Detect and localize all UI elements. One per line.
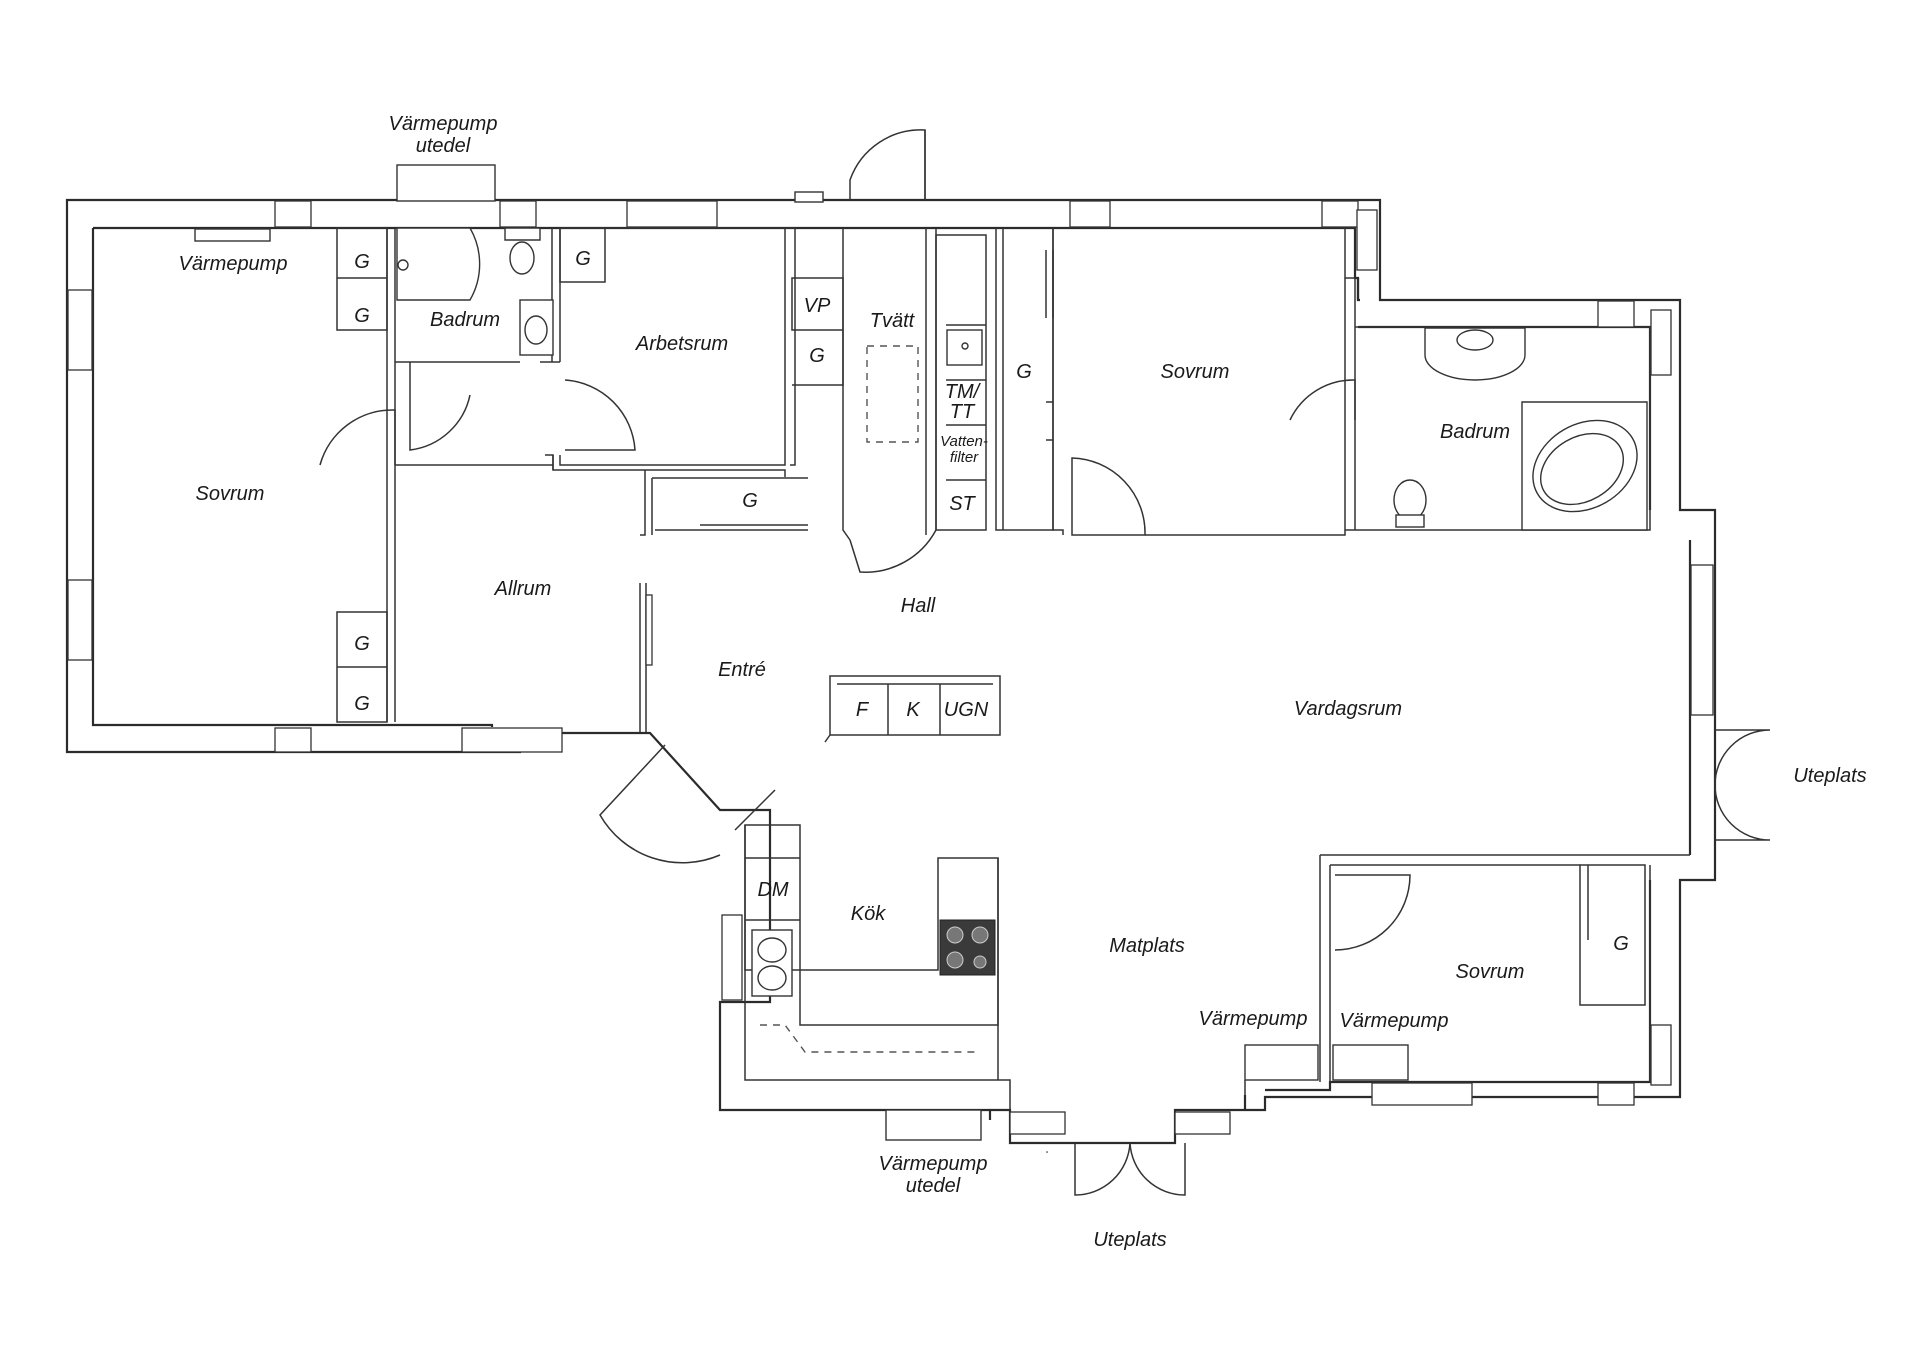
uteplats-south-label: Uteplats: [1093, 1229, 1166, 1251]
room-label-sovrum-north: Sovrum: [1161, 361, 1230, 383]
heatpump-west-label: Värmepump: [179, 253, 288, 275]
wardrobe-label: G: [354, 305, 370, 327]
room-label-sovrum-southeast: Sovrum: [1456, 961, 1525, 983]
doors: [319, 129, 1771, 1196]
uteplats-east-label: Uteplats: [1793, 765, 1866, 787]
vattenfilter-label: filter: [950, 449, 979, 466]
oven-label: UGN: [944, 699, 989, 721]
room-label-vardagsrum: Vardagsrum: [1294, 698, 1402, 720]
room-label-kok: Kök: [851, 903, 886, 925]
wardrobe-label: G: [354, 633, 370, 655]
tm-tt-label: TT: [950, 401, 976, 423]
heatpump-outdoor-south-unit: [885, 1109, 982, 1141]
vattenfilter-label: Vatten-: [940, 433, 988, 450]
wardrobe-label: G: [1613, 933, 1629, 955]
room-label-tvatt: Tvätt: [870, 310, 916, 332]
st-label: ST: [949, 493, 976, 515]
wardrobe-label: G: [1016, 361, 1032, 383]
wardrobe-label: G: [354, 251, 370, 273]
heatpump-outdoor-north-unit: [396, 164, 496, 202]
room-label-arbetsrum: Arbetsrum: [635, 333, 728, 355]
room-label-hall: Hall: [901, 595, 936, 617]
wardrobe-label: G: [809, 345, 825, 367]
windows: [67, 200, 1714, 1153]
fixtures-shapes: [194, 164, 1648, 1141]
room-label-badrum-small: Badrum: [430, 309, 500, 331]
room-label-badrum-large: Badrum: [1440, 421, 1510, 443]
tm-tt-label: TM/: [945, 381, 982, 403]
fridge-label: F: [856, 699, 870, 721]
wardrobe-label: G: [742, 490, 758, 512]
room-label-sovrum-west: Sovrum: [196, 483, 265, 505]
freezer-label: K: [906, 699, 921, 721]
heatpump-outdoor-south-label: Värmepump: [879, 1153, 988, 1175]
heatpump-outdoor-north-label: utedel: [416, 135, 471, 157]
heatpump-outdoor-north-label: Värmepump: [389, 113, 498, 135]
heatpump-outdoor-south-label: utedel: [906, 1175, 961, 1197]
heatpump-matplats-label: Värmepump: [1199, 1008, 1308, 1030]
wardrobe-label: G: [575, 248, 591, 270]
room-label-matplats: Matplats: [1109, 935, 1185, 957]
room-label-allrum: Allrum: [494, 578, 552, 600]
dishwasher-label: DM: [757, 879, 788, 901]
exterior-labels: Värmepump utedel Värmepump utedel Utepla…: [389, 113, 1867, 1251]
room-labels: Sovrum Badrum Arbetsrum Tvätt Sovrum Bad…: [196, 309, 1525, 983]
fixture-labels: Värmepump Värmepump Värmepump G G G G G …: [179, 248, 1629, 1032]
heatpump-sovrum-se-label: Värmepump: [1340, 1010, 1449, 1032]
room-label-entre: Entré: [718, 659, 766, 681]
wardrobe-label: G: [354, 693, 370, 715]
vp-label: VP: [804, 295, 831, 317]
